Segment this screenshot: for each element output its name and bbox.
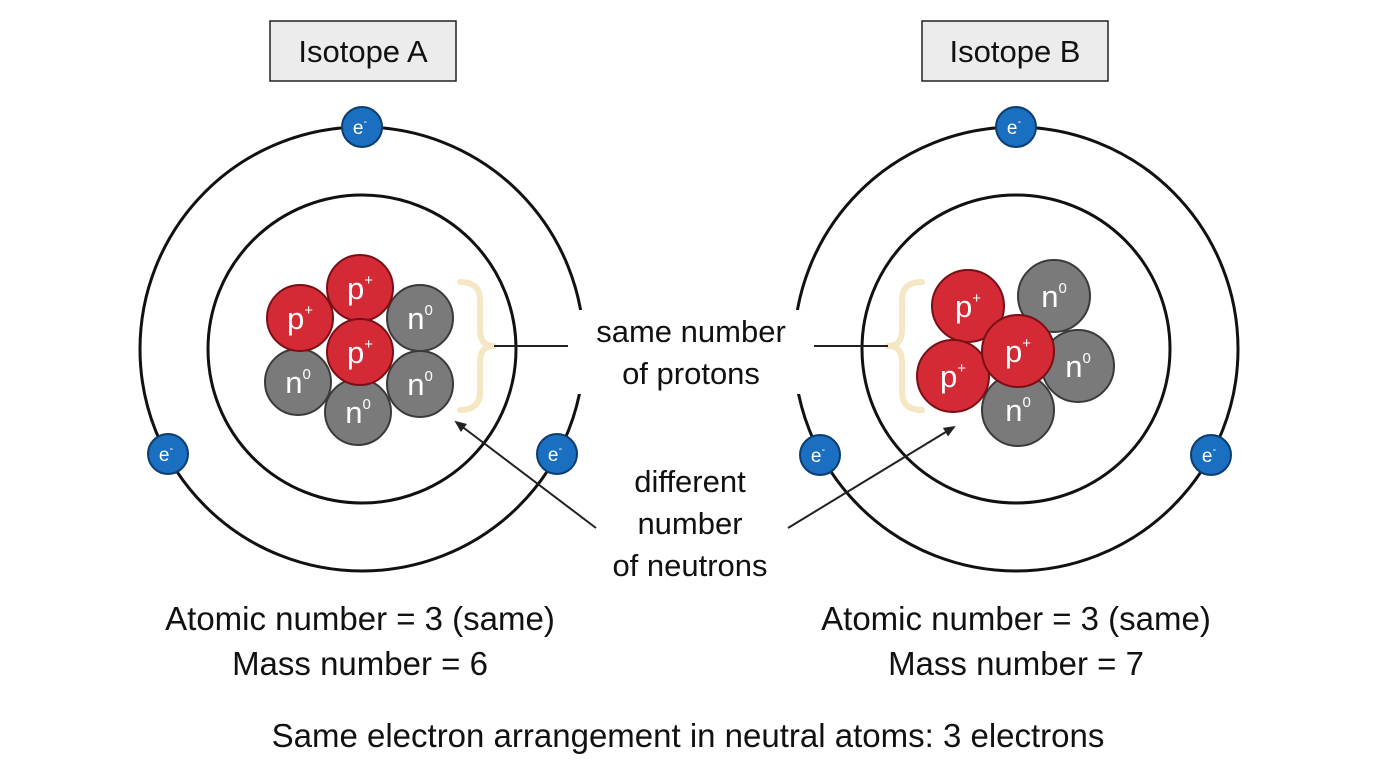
isotope-b-proton-bracket [885,279,925,413]
svg-text:e-: e- [548,443,563,466]
svg-text:e-: e- [1007,116,1022,139]
arrow-to-isotope-b-nucleus [787,425,956,529]
isotope-a-title: Isotope A [298,34,428,69]
isotope-a-electron-top: e- [341,106,383,148]
isotope-b-mass-number: Mass number = 7 [888,645,1144,682]
isotope-a-proton-bracket [457,279,497,413]
svg-text:e-: e- [353,116,368,139]
different-neutrons-label-line2: number [637,506,742,541]
arrow-to-isotope-a-nucleus [454,420,597,529]
isotope-b-electron-top: e- [995,106,1037,148]
isotope-b-proton-3: p+ [981,314,1055,388]
isotope-a-neutron-2: n0 [386,284,454,352]
isotope-a-atomic-number: Atomic number = 3 (same) [165,600,555,637]
svg-text:n0: n0 [345,395,371,430]
different-neutrons-label-line1: different [634,464,746,499]
footer-caption: Same electron arrangement in neutral ato… [272,717,1105,754]
isotope-b-nucleus: n0 n0 n0 p+ p+ p+ [916,259,1115,447]
svg-text:p+: p+ [287,301,313,336]
different-neutrons-annotation: different number of neutrons [454,420,956,586]
svg-text:e-: e- [1202,444,1217,467]
same-protons-label-line1: same number [596,314,786,349]
isotope-a-proton-2: p+ [326,254,394,322]
isotope-b-neutron-2: n0 [1041,329,1115,403]
isotope-b: Isotope B n0 n0 n0 p+ p+ [792,20,1240,682]
svg-text:n0: n0 [285,365,311,400]
svg-text:n0: n0 [1041,279,1067,314]
isotope-a-electron-right: e- [536,433,578,475]
isotope-b-atomic-number: Atomic number = 3 (same) [821,600,1211,637]
svg-text:n0: n0 [1005,393,1031,428]
isotope-a-neutron-3: n0 [386,350,454,418]
svg-text:e-: e- [811,444,826,467]
isotope-a-mass-number: Mass number = 6 [232,645,488,682]
isotope-a-electron-left: e- [147,433,189,475]
isotope-b-neutron-1: n0 [1017,259,1091,333]
svg-text:n0: n0 [407,301,433,336]
isotope-b-proton-1: p+ [931,269,1005,343]
same-protons-annotation: same number of protons [457,279,925,413]
isotope-b-electron-right: e- [1190,434,1232,476]
isotope-a-inner-orbit [206,193,518,505]
same-protons-label-line2: of protons [622,356,760,391]
svg-text:p+: p+ [347,271,373,306]
svg-text:p+: p+ [1005,334,1031,369]
isotope-a-title-box [269,20,457,82]
svg-text:p+: p+ [347,335,373,370]
isotope-a-nucleus: n0 n0 n0 n0 p+ p+ [264,254,454,446]
different-neutrons-label-line3: of neutrons [612,548,767,583]
isotope-b-electron-left: e- [799,434,841,476]
isotope-b-title: Isotope B [950,34,1081,69]
isotope-a-proton-3: p+ [326,318,394,386]
svg-text:p+: p+ [955,289,981,324]
svg-text:n0: n0 [1065,349,1091,384]
svg-text:p+: p+ [940,359,966,394]
svg-text:n0: n0 [407,367,433,402]
isotope-a-proton-1: p+ [266,284,334,352]
isotope-a-neutron-1: n0 [264,348,332,416]
isotope-b-proton-2: p+ [916,339,990,413]
isotope-a-neutron-4: n0 [324,378,392,446]
isotope-a: Isotope A n0 n0 n0 n0 p+ [138,20,586,682]
svg-text:e-: e- [159,443,174,466]
isotope-b-inner-orbit [860,193,1172,505]
isotope-b-title-box [921,20,1109,82]
